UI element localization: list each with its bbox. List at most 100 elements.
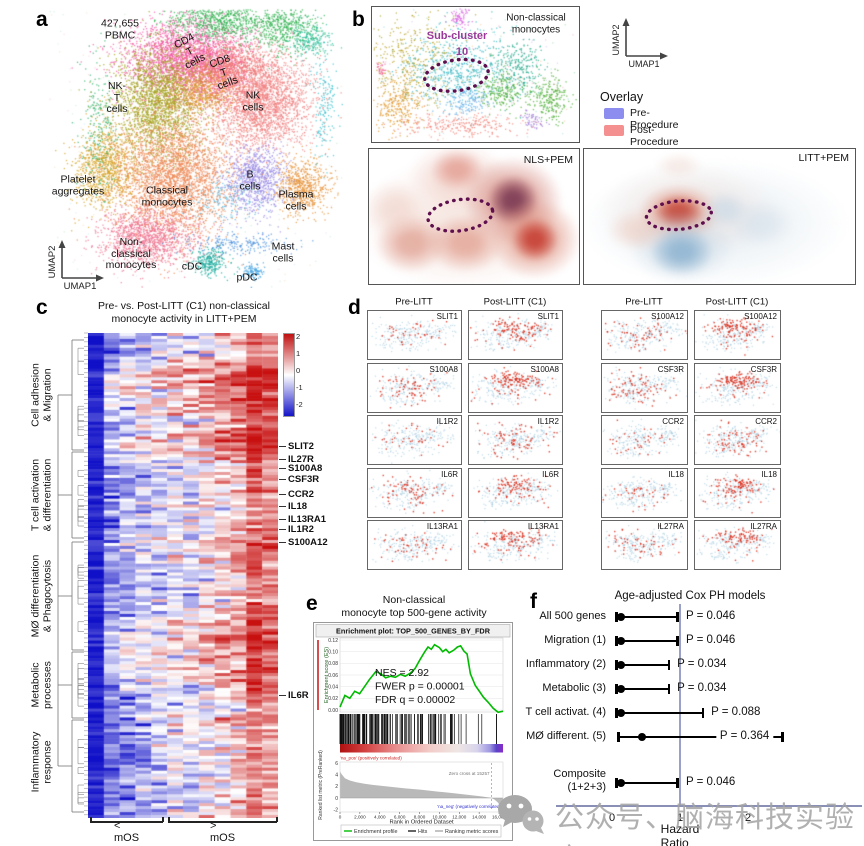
gene-callout-4: CCR2 <box>288 489 314 500</box>
feature-plot-SLIT1-pre: SLIT1 <box>367 310 462 360</box>
gene-activity-heatmap <box>88 333 278 818</box>
umap-label-cdc: cDC <box>181 260 203 273</box>
feature-canvas <box>469 416 562 465</box>
density-title-litt-pem: LITT+PEM <box>798 152 849 164</box>
feature-canvas <box>695 521 780 570</box>
x-group-bracket-r-1 <box>276 817 278 822</box>
forest-ci-line-3 <box>616 687 670 691</box>
heatmap-category-4: Inflammatory response <box>29 731 54 793</box>
feature-plot-CCR2-post: CCR2 <box>694 415 781 466</box>
feature-canvas <box>469 311 562 359</box>
svg-text:Enrichment plot: TOP_500_GENES: Enrichment plot: TOP_500_GENES_BY_FDR <box>336 627 491 636</box>
forest-point-5 <box>637 733 646 741</box>
gene-callout-9: IL6R <box>288 690 309 701</box>
forest-point-1 <box>616 637 625 645</box>
forest-plot-title: Age-adjusted Cox PH models <box>614 590 766 602</box>
feature-gene-label: IL1R2 <box>537 417 559 427</box>
feature-gene-label: S100A12 <box>744 312 777 321</box>
row-dendrogram <box>50 330 88 825</box>
density-blob-0-6 <box>511 217 558 262</box>
legend-label-0: Pre-Procedure <box>630 107 679 131</box>
forest-row-label-6: Composite (1+2+3) <box>553 768 606 793</box>
svg-text:0.06: 0.06 <box>328 673 338 679</box>
watermark: 公众号、脑海科技实验室 <box>495 788 864 846</box>
density-blob-1-8 <box>605 208 671 252</box>
x-group-label-0: < mOS <box>113 820 140 844</box>
heatmap-colorbar <box>283 333 295 417</box>
feature-gene-label: IL13RA1 <box>527 522 559 532</box>
gsea-panel-title: Non-classical monocyte top 500-gene acti… <box>341 594 487 619</box>
x-group-bracket-l-1 <box>168 817 170 822</box>
svg-text:4,000: 4,000 <box>374 815 386 820</box>
feature-gene-label: CSF3R <box>657 364 684 374</box>
svg-text:UMAP1: UMAP1 <box>64 281 97 292</box>
feature-plot-CSF3R-post: CSF3R <box>694 362 781 413</box>
forest-row-label-2: Inflammatory (2) <box>525 658 606 670</box>
gene-callout-tick-4 <box>279 494 286 496</box>
svg-text:FDR q = 0.00002: FDR q = 0.00002 <box>375 694 455 706</box>
feature-canvas <box>695 416 780 465</box>
svg-text:Enrichment score (ES): Enrichment score (ES) <box>324 647 330 703</box>
colorbar-tick-1: 1 <box>296 349 301 358</box>
svg-text:0: 0 <box>335 796 338 802</box>
svg-text:6: 6 <box>335 761 338 767</box>
svg-text:Rank in Ordered Dataset: Rank in Ordered Dataset <box>389 820 454 826</box>
forest-row-label-3: Metabolic (3) <box>542 682 606 694</box>
feature-plot-IL6R-pre: IL6R <box>367 467 462 518</box>
umap-label-cell-count: 427,655 PBMC <box>101 17 139 41</box>
gene-callout-2: S100A8 <box>288 463 323 474</box>
forest-ci-cap-lo-4 <box>615 708 618 718</box>
feature-gene-label: SLIT1 <box>436 312 458 321</box>
forest-ci-cap-hi-0 <box>676 612 679 622</box>
svg-text:10,000: 10,000 <box>432 815 446 820</box>
forest-ci-line-2 <box>616 663 670 667</box>
svg-text:2,000: 2,000 <box>354 815 366 820</box>
svg-text:4: 4 <box>335 773 338 779</box>
feature-gene-label: CCR2 <box>662 417 684 427</box>
feature-canvas <box>368 521 461 570</box>
feature-plot-CCR2-pre: CCR2 <box>601 415 688 466</box>
density-blob-1-9 <box>654 151 704 179</box>
density-plot-litt-pem <box>583 148 856 285</box>
x-group-bracket-0 <box>90 821 163 823</box>
colorbar-tick-3: -1 <box>296 383 303 392</box>
feature-gene-label: S100A8 <box>429 364 458 374</box>
feature-gene-label: S100A12 <box>651 312 684 321</box>
feature-gene-label: IL27RA <box>657 522 684 532</box>
forest-ci-cap-hi-1 <box>676 636 679 646</box>
gene-callout-tick-9 <box>279 695 286 697</box>
gene-callout-1: IL27R <box>288 454 314 465</box>
svg-text:Zero cross at 15257: Zero cross at 15257 <box>449 771 490 776</box>
feature-col-header-1: Post-LITT (C1) <box>483 296 547 308</box>
svg-text:-2: -2 <box>334 808 339 814</box>
forest-p-value-5: P = 0.364 <box>715 729 774 742</box>
umap-label-nk-cells: NK cells <box>242 89 264 113</box>
forest-axis-line <box>556 805 862 807</box>
x-group-bracket-1 <box>168 821 277 823</box>
overlay-legend-title: Overlay <box>600 90 644 104</box>
feature-canvas <box>469 363 562 412</box>
svg-text:6,000: 6,000 <box>394 815 406 820</box>
feature-gene-label: SLIT1 <box>537 312 559 321</box>
svg-text:UMAP2: UMAP2 <box>611 24 621 55</box>
svg-text:'na_pos' (positively correlate: 'na_pos' (positively correlated) <box>340 756 402 761</box>
colorbar-tick-4: -2 <box>296 400 303 409</box>
feature-plot-SLIT1-post: SLIT1 <box>468 310 563 360</box>
gene-callout-tick-2 <box>279 468 286 470</box>
panel-d-letter: d <box>348 296 361 319</box>
svg-text:Hits: Hits <box>418 829 428 835</box>
feature-plot-S100A8-pre: S100A8 <box>367 362 462 413</box>
forest-axis-tick-2: 2 <box>744 812 752 824</box>
feature-plot-S100A12-post: S100A12 <box>694 310 781 360</box>
feature-canvas <box>469 468 562 517</box>
forest-ci-line-4 <box>616 711 704 715</box>
svg-text:8,000: 8,000 <box>414 815 426 820</box>
gene-callout-tick-6 <box>279 519 286 521</box>
feature-plot-IL13RA1-pre: IL13RA1 <box>367 520 462 571</box>
gene-callout-tick-1 <box>279 459 286 461</box>
heatmap-category-1: T cell activation & differentiation <box>29 458 54 532</box>
svg-text:2: 2 <box>335 784 338 790</box>
umap-label-classical-monocytes: Classical monocytes <box>141 184 193 208</box>
feature-plot-IL27RA-post: IL27RA <box>694 520 781 571</box>
